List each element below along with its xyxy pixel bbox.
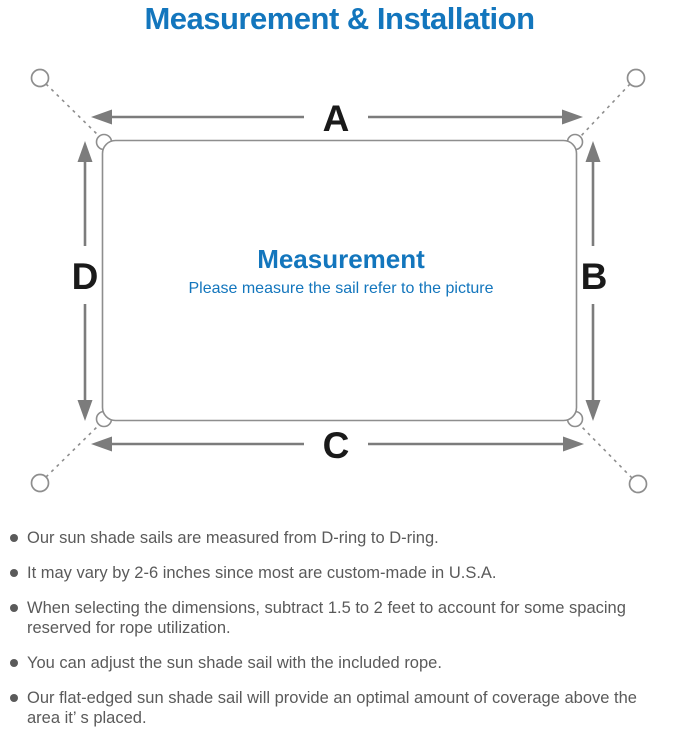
dimension-label-c: C (323, 425, 350, 466)
dimension-arrow-b (585, 141, 601, 421)
notes-list: Our sun shade sails are measured from D-… (10, 528, 674, 743)
dimension-label-a: A (323, 98, 350, 139)
arrow-d-head-bottom (77, 400, 93, 421)
dimension-label-d: D (72, 256, 99, 297)
rope-bottom-left (45, 423, 101, 478)
note-item-5: Our flat-edged sun shade sail will provi… (10, 688, 674, 728)
anchor-ring-top-left (30, 68, 50, 88)
arrow-b-head-bottom (585, 400, 601, 421)
bullet-icon (10, 569, 18, 577)
sail-rectangle (101, 139, 578, 422)
rope-bottom-right (579, 424, 633, 479)
diagram-center-subtitle: Please measure the sail refer to the pic… (188, 280, 493, 297)
dimension-arrow-a (91, 109, 583, 125)
arrow-a-head-left (91, 109, 112, 125)
anchor-rings (30, 68, 648, 494)
dimension-arrow-c (91, 436, 584, 452)
diagram-center-title: Measurement (257, 244, 425, 274)
anchor-ring-bottom-left (30, 473, 50, 493)
arrow-d-head-top (77, 141, 93, 162)
rope-top-right (579, 83, 631, 138)
sail-measurement-diagram: A B C D Measurement Please measure the s… (30, 68, 648, 494)
note-text: When selecting the dimensions, subtract … (27, 599, 626, 637)
note-item-4: You can adjust the sun shade sail with t… (10, 653, 674, 673)
note-text: It may vary by 2-6 inches since most are… (27, 564, 497, 582)
note-text: Our flat-edged sun shade sail will provi… (27, 689, 637, 727)
arrow-a-head-right (562, 109, 583, 125)
note-item-2: It may vary by 2-6 inches since most are… (10, 563, 674, 583)
arrow-c-head-right (563, 436, 584, 452)
rope-top-left (45, 83, 101, 138)
note-text: You can adjust the sun shade sail with t… (27, 654, 442, 672)
anchor-ring-bottom-right (628, 474, 648, 494)
note-item-1: Our sun shade sails are measured from D-… (10, 528, 674, 548)
bullet-icon (10, 534, 18, 542)
bullet-icon (10, 694, 18, 702)
rope-dashed-lines (45, 83, 633, 479)
note-item-3: When selecting the dimensions, subtract … (10, 598, 674, 638)
note-text: Our sun shade sails are measured from D-… (27, 529, 439, 547)
arrow-c-head-left (91, 436, 112, 452)
page-title: Measurement & Installation (144, 1, 535, 36)
anchor-ring-top-right (626, 68, 646, 88)
dimension-arrow-d (77, 141, 93, 421)
arrow-b-head-top (585, 141, 601, 162)
bullet-icon (10, 659, 18, 667)
dimension-label-b: B (581, 256, 608, 297)
bullet-icon (10, 604, 18, 612)
